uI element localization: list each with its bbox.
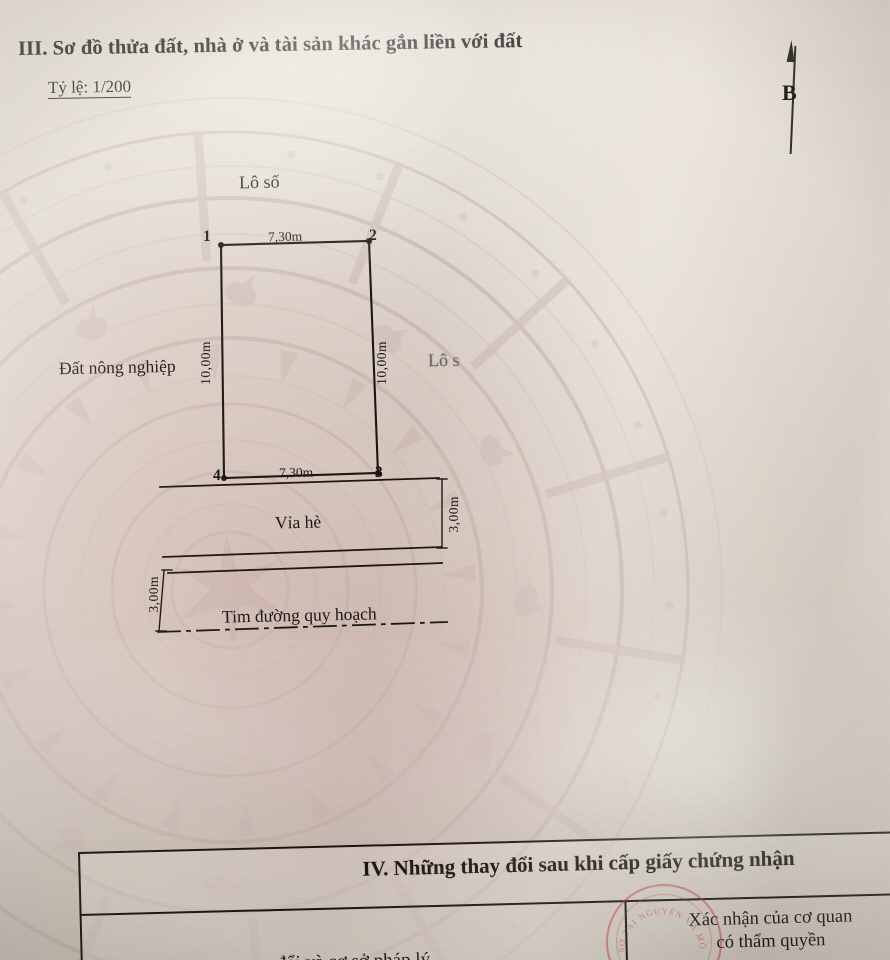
dimension-sidewalk-width: 3,00m (446, 496, 461, 533)
dimension-bottom-edge: 7,30m (278, 464, 314, 481)
vertex-label-4: 4 (213, 467, 221, 484)
north-label: B (782, 80, 797, 105)
section-iv-column-changes-label: đổi và cơ sở pháp lý (276, 949, 430, 960)
section-iv-column-authority-line1: Xác nhận của cơ quan (688, 906, 853, 931)
vertex-label-2: 2 (369, 227, 377, 244)
label-lot-number-right: Lô s (427, 349, 460, 371)
scale-label: Tỷ lệ: 1/200 (47, 76, 132, 99)
vertex-label-3: 3 (375, 464, 383, 481)
label-road-centerline: Tim đường quy hoạch (221, 603, 377, 627)
north-arrow-icon: B (778, 39, 812, 158)
label-lot-number-top: Lô số (238, 171, 280, 193)
vertex-label-1: 1 (203, 228, 211, 245)
section-iv-column-authority-line2: có thẩm quyền (716, 930, 826, 953)
dimension-left-edge: 10,00m (198, 341, 213, 385)
dimension-right-edge: 10,00m (374, 341, 389, 385)
label-agricultural-land: Đất nông nghiệp (58, 355, 176, 379)
scale-label-text: Tỷ lệ: 1/200 (47, 76, 132, 99)
label-sidewalk: Vỉa hè (274, 511, 322, 533)
dimension-road-offset: 3,00m (146, 576, 161, 613)
section-iv-table: IV. Những thay đổi sau khi cấp giấy chứn… (78, 830, 890, 960)
section-iv-column-authority: Xác nhận của cơ quan có thẩm quyền (624, 893, 890, 960)
dimension-top-edge: 7,30m (267, 228, 303, 245)
